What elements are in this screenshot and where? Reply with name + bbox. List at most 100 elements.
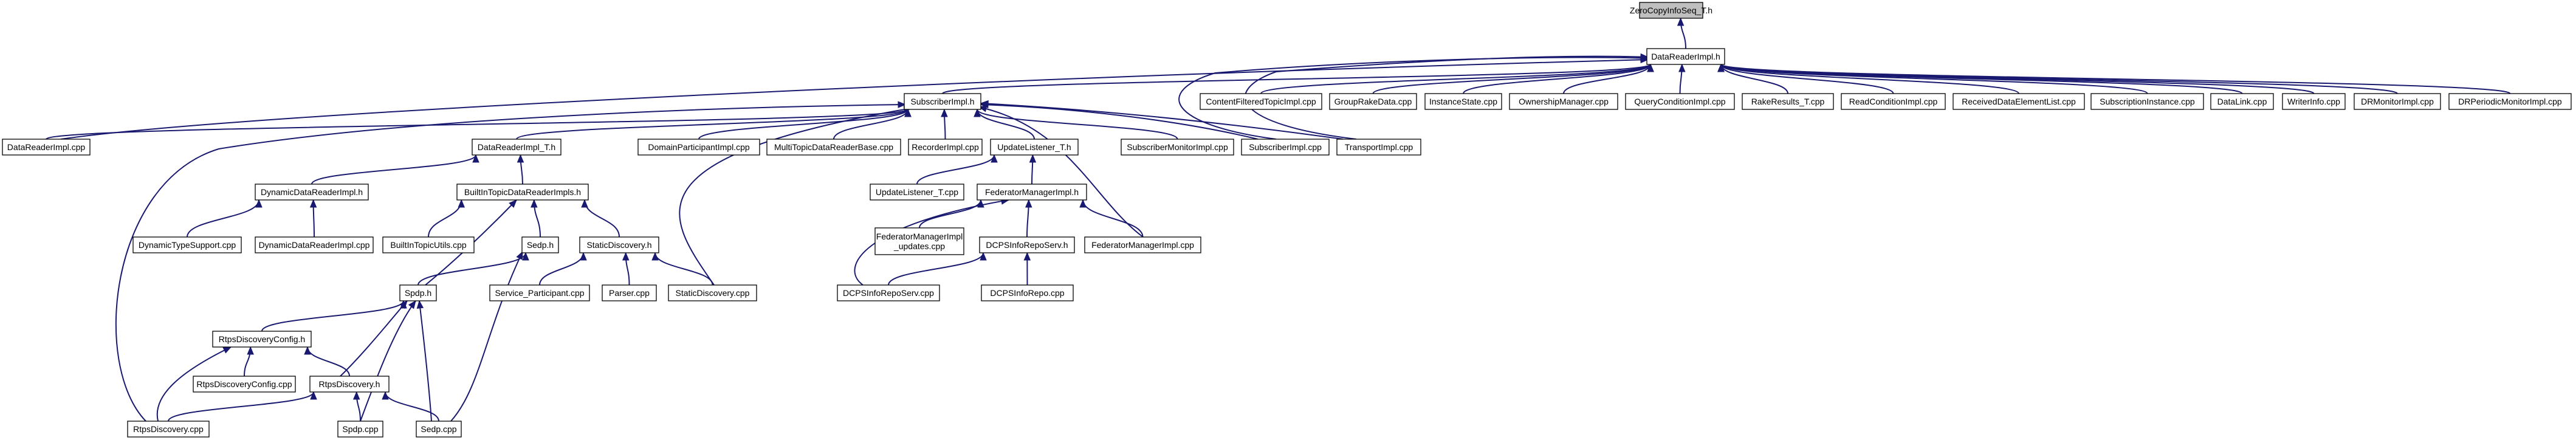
file-node-label: FederatorManagerImpl [876, 232, 963, 241]
file-node-transport[interactable]: TransportImpl.cpp [1336, 139, 1421, 156]
file-node-sedp-cpp[interactable]: Sedp.cpp [416, 421, 462, 438]
file-node-rdel[interactable]: ReceivedDataElementList.cpp [1953, 93, 2085, 110]
file-node-label: ReceivedDataElementList.cpp [1962, 97, 2076, 106]
edge-arrowhead [1640, 53, 1649, 61]
file-node-rake[interactable]: RakeResults_T.cpp [1742, 93, 1834, 110]
dependency-edge [450, 251, 523, 422]
file-node-box [456, 184, 589, 201]
file-node-rd-cpp[interactable]: RtpsDiscovery.cpp [127, 421, 210, 438]
dependency-edge [307, 346, 350, 377]
file-node-fmi-upd[interactable]: FederatorManagerImpl_updates.cpp [874, 227, 964, 255]
edge-arrowhead [898, 101, 907, 108]
dependency-edge [919, 199, 981, 229]
file-node-parser[interactable]: Parser.cpp [602, 284, 657, 301]
file-node-rdc-cpp[interactable]: RtpsDiscoveryConfig.cpp [193, 376, 296, 393]
file-node-drmon[interactable]: DRMonitorImpl.cpp [2354, 93, 2441, 110]
file-node-ul-t-cpp[interactable]: UpdateListener_T.cpp [870, 184, 964, 201]
file-node-dri-t[interactable]: DataReaderImpl_T.h [472, 139, 562, 156]
dependency-edge [977, 109, 1178, 140]
file-node-mtdrb[interactable]: MultiTopicDataReaderBase.cpp [766, 139, 901, 156]
dependency-edge [1720, 64, 2243, 94]
dependency-edge [654, 252, 713, 286]
file-node-subimpl-h[interactable]: SubscriberImpl.h [904, 93, 981, 110]
file-node-inst[interactable]: InstanceState.cpp [1424, 93, 1502, 110]
file-node-label: UpdateListener_T.h [997, 142, 1071, 152]
file-node-dlink[interactable]: DataLink.cpp [2210, 93, 2274, 110]
file-node-box [1509, 93, 1618, 110]
file-node-box [489, 284, 590, 301]
file-node-label: RtpsDiscoveryConfig.h [219, 334, 305, 344]
file-node-sedp-h[interactable]: Sedp.h [521, 236, 559, 253]
file-node-drper[interactable]: DRPeriodicMonitorImpl.cpp [2448, 93, 2572, 110]
file-node-rdc-h[interactable]: RtpsDiscoveryConfig.h [212, 331, 312, 348]
file-node-cft[interactable]: ContentFilteredTopicImpl.cpp [1200, 93, 1322, 110]
edge-arrowhead [980, 100, 989, 108]
dependency-edge [516, 109, 908, 140]
dependency-edge [942, 64, 1651, 94]
file-node-label: UpdateListener_T.cpp [876, 187, 958, 197]
dependency-edge [1372, 64, 1651, 94]
file-node-dcps-repo[interactable]: DCPSInfoRepo.cpp [981, 284, 1074, 301]
edge-arrowhead [904, 108, 912, 117]
file-node-box [416, 421, 462, 438]
file-node-own[interactable]: OwnershipManager.cpp [1509, 93, 1618, 110]
file-node-label: _updates.cpp [893, 241, 945, 251]
dependency-edge [425, 199, 517, 286]
file-node-label: MultiTopicDataReaderBase.cpp [774, 142, 893, 152]
file-node-label: DataReaderImpl_T.h [478, 142, 555, 152]
file-node-label: SubscriberMonitorImpl.cpp [1127, 142, 1228, 152]
file-node-ul-t-h[interactable]: UpdateListener_T.h [990, 139, 1079, 156]
file-node-qc[interactable]: QueryConditionImpl.cpp [1625, 93, 1735, 110]
file-node-sd-cpp[interactable]: StaticDiscovery.cpp [668, 284, 757, 301]
file-node-label: DataLink.cpp [2217, 97, 2267, 106]
file-node-ddri-cpp[interactable]: DynamicDataReaderImpl.cpp [255, 236, 374, 253]
file-node-spdp-h[interactable]: Spdp.h [399, 284, 437, 301]
file-node-box [990, 139, 1079, 156]
edge-arrowhead [991, 154, 998, 163]
file-node-box [579, 236, 659, 253]
file-node-recimpl[interactable]: RecorderImpl.cpp [908, 139, 983, 156]
edge-arrowhead [399, 300, 408, 309]
file-node-bitu[interactable]: BuiltInTopicUtils.cpp [382, 236, 475, 253]
file-node-label: DataReaderImpl.cpp [7, 142, 86, 152]
file-node-rd-h[interactable]: RtpsDiscovery.h [309, 376, 390, 393]
dependency-edge [1720, 64, 2148, 94]
file-node-box [1424, 93, 1502, 110]
edge-arrowhead [651, 252, 659, 261]
file-node-box [637, 139, 760, 156]
edge-arrowhead [941, 108, 948, 117]
file-node-dcps-serv-h[interactable]: DCPSInfoRepoServ.h [979, 236, 1075, 253]
dependency-edge [60, 59, 1649, 140]
file-node-dri-h[interactable]: DataReaderImpl.h [1646, 48, 1725, 65]
file-node-zerocopy[interactable]: ZeroCopyInfoSeq_T.h [1630, 2, 1712, 19]
dependency-edge [1720, 64, 2511, 94]
file-node-grd[interactable]: GroupRakeData.cpp [1329, 93, 1417, 110]
file-node-bitdri-h[interactable]: BuiltInTopicDataReaderImpls.h [456, 184, 589, 201]
file-node-label: OwnershipManager.cpp [1519, 97, 1609, 106]
file-node-dcps-serv-cpp[interactable]: DCPSInfoRepoServ.cpp [837, 284, 940, 301]
file-node-ddri-h[interactable]: DynamicDataReaderImpl.h [255, 184, 369, 201]
file-node-box [2354, 93, 2441, 110]
file-node-box [1953, 93, 2085, 110]
edge-arrowhead [222, 346, 232, 354]
file-node-dts[interactable]: DynamicTypeSupport.cpp [132, 236, 242, 253]
dependency-edge [980, 104, 1259, 140]
dependency-edge [1720, 64, 1788, 94]
file-node-label: SubscriptionInstance.cpp [2100, 97, 2195, 106]
file-node-subinst[interactable]: SubscriptionInstance.cpp [2090, 93, 2204, 110]
file-node-readc[interactable]: ReadConditionImpl.cpp [1841, 93, 1946, 110]
edge-arrowhead [1079, 199, 1087, 208]
file-node-label: Sedp.cpp [421, 424, 456, 434]
file-node-dri-cpp[interactable]: DataReaderImpl.cpp [2, 139, 91, 156]
file-node-fmi-cpp[interactable]: FederatorManagerImpl.cpp [1084, 236, 1201, 253]
file-node-box [981, 284, 1074, 301]
file-node-fmi-h[interactable]: FederatorManagerImpl.h [977, 184, 1087, 201]
file-node-submon[interactable]: SubscriberMonitorImpl.cpp [1121, 139, 1234, 156]
file-node-subimpl-cpp[interactable]: SubscriberImpl.cpp [1241, 139, 1330, 156]
file-node-svc[interactable]: Service_Participant.cpp [489, 284, 590, 301]
file-node-label: FederatorManagerImpl.cpp [1091, 240, 1194, 250]
file-node-sd-h[interactable]: StaticDiscovery.h [579, 236, 659, 253]
file-node-winfo[interactable]: WriterInfo.cpp [2282, 93, 2346, 110]
file-node-spdp-cpp[interactable]: Spdp.cpp [337, 421, 383, 438]
file-node-dpi[interactable]: DomainParticipantImpl.cpp [637, 139, 760, 156]
